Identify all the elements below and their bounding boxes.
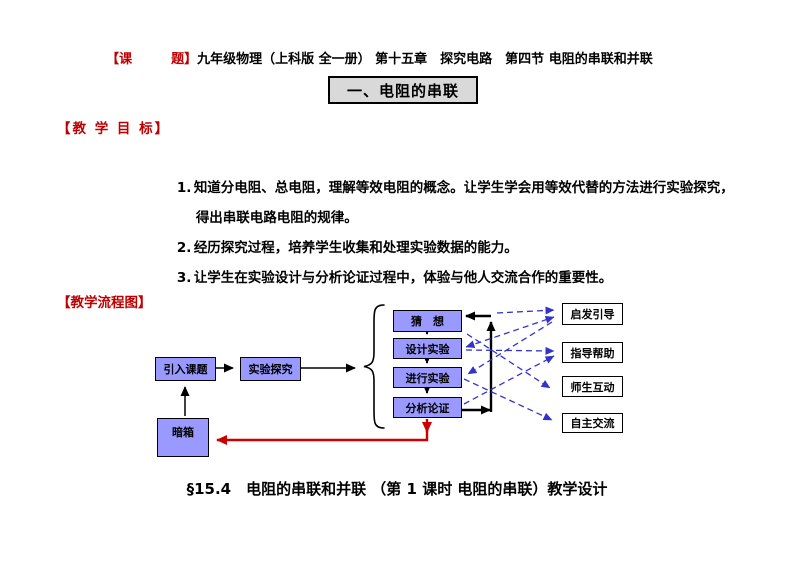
flow-step-guess-label: 猜 想 [411,315,444,328]
guidance-box-exchange-label: 自主交流 [570,417,615,430]
section-title-box: 一、电阻的串联 [328,76,478,104]
goal-item-1: 1.知道分电阻、总电阻，理解等效电阻的概念。让学生学会用等效代替的方法进行实验探… [158,160,734,212]
dashed-conduct-to-exchange [463,378,553,421]
dashed-guess-to-interact [466,333,551,389]
guidance-box-inspire: 启发引导 [562,303,623,325]
guidance-box-guide-label: 指导帮助 [570,346,615,360]
dashed-guess-to-inspire [496,306,555,315]
flow-box-explore: 实验探究 [240,357,301,381]
flow-step-guess: 猜 想 [393,310,462,332]
goal-item-1-cont: 得出串联电路电阻的规律。 [177,190,358,242]
flow-step-conduct-label: 进行实验 [405,371,450,385]
flow-step-analyze-label: 分析论证 [405,401,450,415]
curly-brace [363,304,385,429]
course-header: 【课 题】九年级物理（上科版 全一册） 第十五章 探究电路 第四节 电阻的串联和… [88,33,653,82]
goal-text: 经历探究过程，培养学生收集和处理实验数据的能力。 [193,240,518,256]
flow-step-design: 设计实验 [393,338,462,359]
dashed-design-inspire [465,315,555,349]
guidance-box-interact-label: 师生互动 [570,380,615,394]
section-title: 一、电阻的串联 [346,81,459,100]
course-header-label: 【课 题】 [106,52,198,67]
dashed-design-to-guide [465,346,555,355]
flow-box-darkbox-label: 暗箱 [172,426,194,439]
goal-number: 2. [176,240,192,256]
flowchart-heading: 【教学流程图】 [57,295,152,311]
dashed-interaction-arrows [463,306,555,421]
feedback-arrows-red [216,419,432,445]
course-header-text: 九年级物理（上科版 全一册） 第十五章 探究电路 第四节 电阻的串联和并联 [197,52,653,67]
goals-heading: 【教 学 目 标】 [57,121,171,137]
guidance-box-guide: 指导帮助 [562,342,623,363]
arrow-to-darkbox-red [216,430,429,445]
goal-number: 3. [176,270,192,286]
flow-box-explore-label: 实验探究 [248,363,293,376]
dashed-inspire-to-conduct [467,321,553,375]
document-caption: §15.4 电阻的串联和并联 （第 1 课时 电阻的串联）教学设计 [186,480,608,498]
flow-step-conduct: 进行实验 [393,367,462,388]
goal-text: 让学生在实验设计与分析论证过程中，体验与他人交流合作的重要性。 [193,270,613,286]
guidance-box-inspire-label: 启发引导 [570,308,615,321]
flow-box-intro: 引入课题 [155,357,216,381]
guidance-box-interact: 师生互动 [562,376,623,397]
goal-item-3: 3.让学生在实验设计与分析论证过程中，体验与他人交流合作的重要性。 [158,250,613,302]
flow-box-darkbox: 暗箱 [157,418,209,457]
dashed-analyze-to-guide [463,355,555,405]
goal-text: 得出串联电路电阻的规律。 [195,210,358,226]
flow-step-design-label: 设计实验 [405,342,450,356]
goal-number: 1. [176,180,192,196]
flow-step-analyze: 分析论证 [393,397,462,418]
guidance-box-exchange: 自主交流 [562,413,623,433]
flow-box-intro-label: 引入课题 [163,363,208,376]
black-flow-arrows [180,363,356,416]
goal-item-2: 2.经历探究过程，培养学生收集和处理实验数据的能力。 [158,220,518,272]
goal-text: 知道分电阻、总电阻，理解等效电阻的概念。让学生学会用等效代替的方法进行实验探究， [193,180,734,196]
